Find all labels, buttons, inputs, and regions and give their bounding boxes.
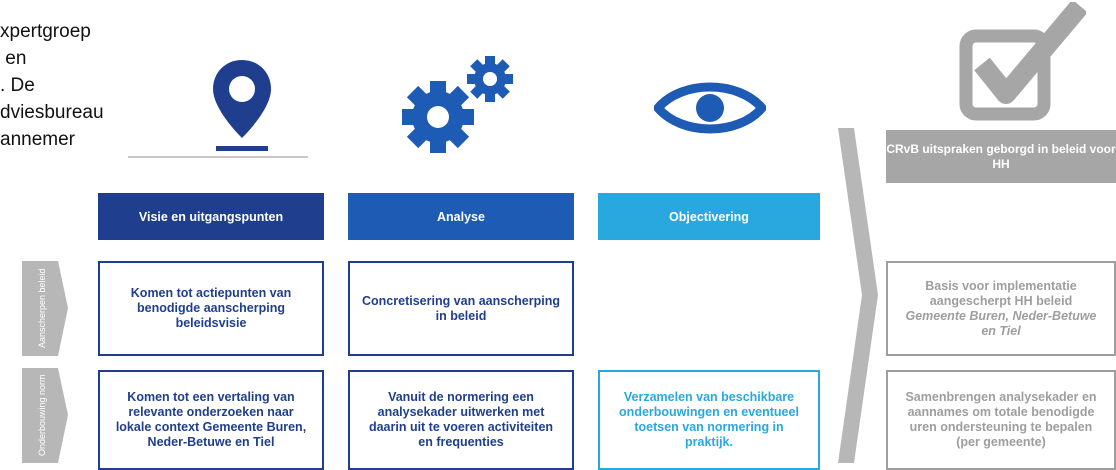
gears-icon <box>402 56 513 153</box>
row-label: Onderbouwing norm <box>37 374 47 457</box>
cell-r2-c2: Vanuit de normering een analysekader uit… <box>348 370 574 470</box>
checkbox-check-icon <box>959 2 1086 121</box>
row-tab-aanscherpen: Aanscherpen beleid <box>22 261 68 356</box>
intro-line: annemer <box>0 129 75 150</box>
eye-icon <box>654 82 766 134</box>
result-cell-r2: Samenbrengen analysekader en aannames om… <box>886 370 1116 470</box>
location-pin-icon <box>213 60 271 151</box>
row-label: Aanscherpen beleid <box>37 268 47 349</box>
result-header: CRvB uitspraken geborgd in beleid voor H… <box>886 130 1116 183</box>
intro-text: xpertgroep en . De dviesbureau annemer <box>0 18 150 153</box>
column-header-analyse: Analyse <box>348 193 574 240</box>
divider-line <box>128 156 308 158</box>
cell-r1-c1: Komen tot actiepunten van benodigde aans… <box>98 261 324 356</box>
cell-r2-c3: Verzamelen van beschikbare onderbouwinge… <box>598 370 820 470</box>
column-header-visie: Visie en uitgangspunten <box>98 193 324 240</box>
cell-r1-c2: Concretisering van aanscherping in belei… <box>348 261 574 356</box>
cell-r2-c1: Komen tot een vertaling van relevante on… <box>98 370 324 470</box>
row-tab-onderbouwing: Onderbouwing norm <box>22 368 68 463</box>
chevron-separator-icon <box>838 128 878 463</box>
result-r1-italic: Gemeente Buren, Neder-Betuwe en Tiel <box>905 308 1097 338</box>
intro-line: xpertgroep <box>0 21 91 42</box>
result-r1-text: Basis voor implementatie aangescherpt HH… <box>925 278 1077 308</box>
intro-line: en <box>0 48 27 69</box>
intro-line: dviesbureau <box>0 102 104 123</box>
result-cell-r1: Basis voor implementatie aangescherpt HH… <box>886 261 1116 356</box>
intro-line: . De <box>0 75 35 96</box>
column-header-objectivering: Objectivering <box>598 193 820 240</box>
